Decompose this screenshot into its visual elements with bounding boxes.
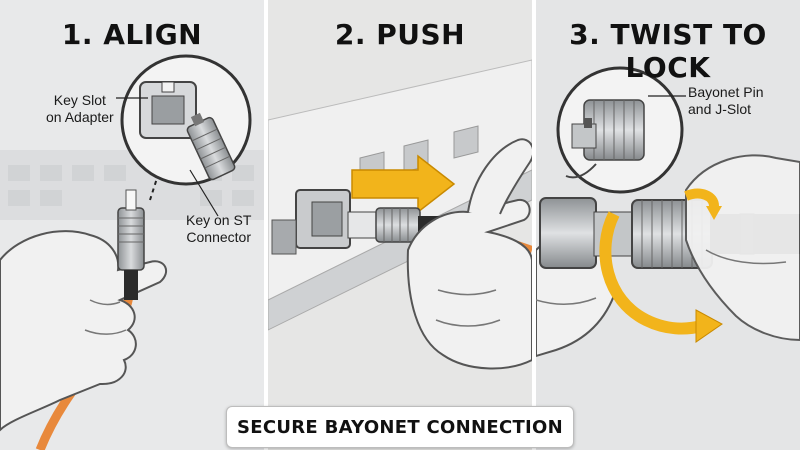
key-slot-label: Key Slot on Adapter — [46, 92, 114, 126]
gloved-hand-icon — [406, 138, 532, 370]
panel-push: 2. PUSH — [268, 0, 532, 450]
push-arrow-icon — [351, 154, 456, 214]
st-adapter — [271, 189, 351, 255]
label-line: Key on ST — [186, 212, 252, 228]
align-illustration — [0, 54, 264, 450]
bayonet-pin-label: Bayonet Pin and J-Slot — [688, 84, 764, 118]
panel-divider — [264, 0, 268, 450]
magnifier-callout-icon — [556, 66, 684, 194]
panel-twist: 3. TWIST TO LOCK Bayonet Pin and J-Slot — [536, 0, 800, 450]
push-illustration — [268, 59, 532, 370]
step-title: 3. TWIST TO LOCK — [569, 18, 767, 84]
label-line: Bayonet Pin — [688, 84, 764, 100]
step-title: 1. ALIGN — [61, 18, 203, 51]
label-line: on Adapter — [46, 109, 114, 125]
magnifier-callout-icon — [120, 54, 252, 186]
panel-align: 1. ALIGN Key Slot on Adapter Key on ST C… — [0, 0, 264, 450]
banner-text: SECURE BAYONET CONNECTION — [236, 416, 564, 438]
bottom-banner: SECURE BAYONET CONNECTION — [226, 406, 574, 448]
twist-arrow-icon — [599, 188, 723, 343]
key-on-connector-label: Key on ST Connector — [186, 212, 251, 246]
label-line: Key Slot — [53, 92, 106, 108]
label-line: Connector — [186, 229, 251, 245]
gloved-hand-icon — [685, 154, 800, 342]
label-line: and J-Slot — [688, 101, 752, 117]
step-title: 2. PUSH — [334, 18, 466, 51]
twist-illustration — [536, 66, 800, 358]
panel-divider — [532, 0, 536, 450]
st-connector-icon — [117, 189, 145, 300]
